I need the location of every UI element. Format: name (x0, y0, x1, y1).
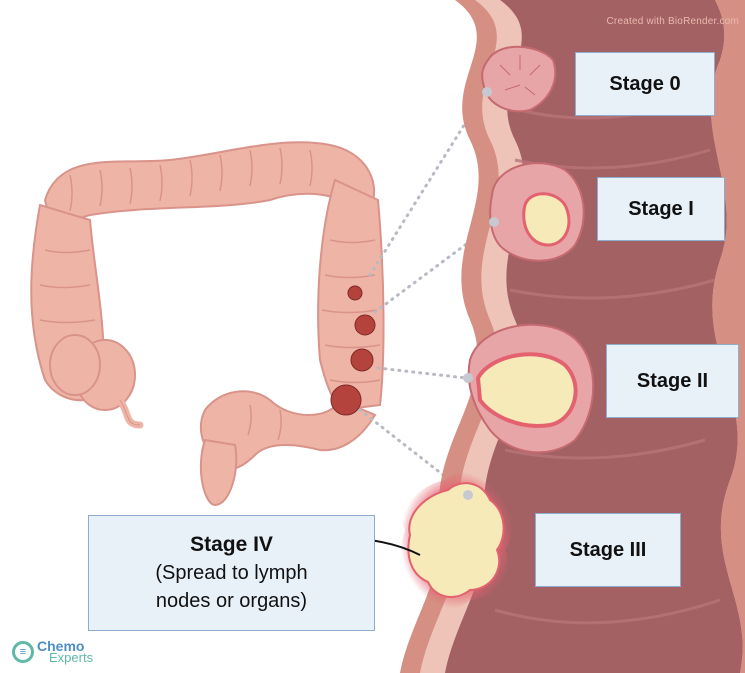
stage1-label: Stage I (597, 177, 725, 241)
stage4-label: Stage IV (Spread to lymph nodes or organ… (88, 515, 375, 631)
stage3-label: Stage III (535, 513, 681, 587)
watermark: Created with BioRender.com (607, 16, 740, 27)
logo-icon: ≡ (12, 641, 34, 663)
stage4-description-line1: (Spread to lymph (155, 559, 307, 587)
logo-word-experts: Experts (49, 652, 93, 664)
stage1-lesion (489, 163, 584, 261)
logo-text: Chemo Experts (37, 640, 93, 664)
stage0-label: Stage 0 (575, 52, 715, 116)
stage3-lesion (400, 471, 514, 608)
stage4-description-line2: nodes or organs) (156, 587, 307, 615)
colon-illustration (31, 142, 383, 505)
chemo-experts-logo: ≡ Chemo Experts (12, 640, 93, 664)
stage4-title: Stage IV (190, 531, 273, 559)
stage2-label: Stage II (606, 344, 739, 418)
